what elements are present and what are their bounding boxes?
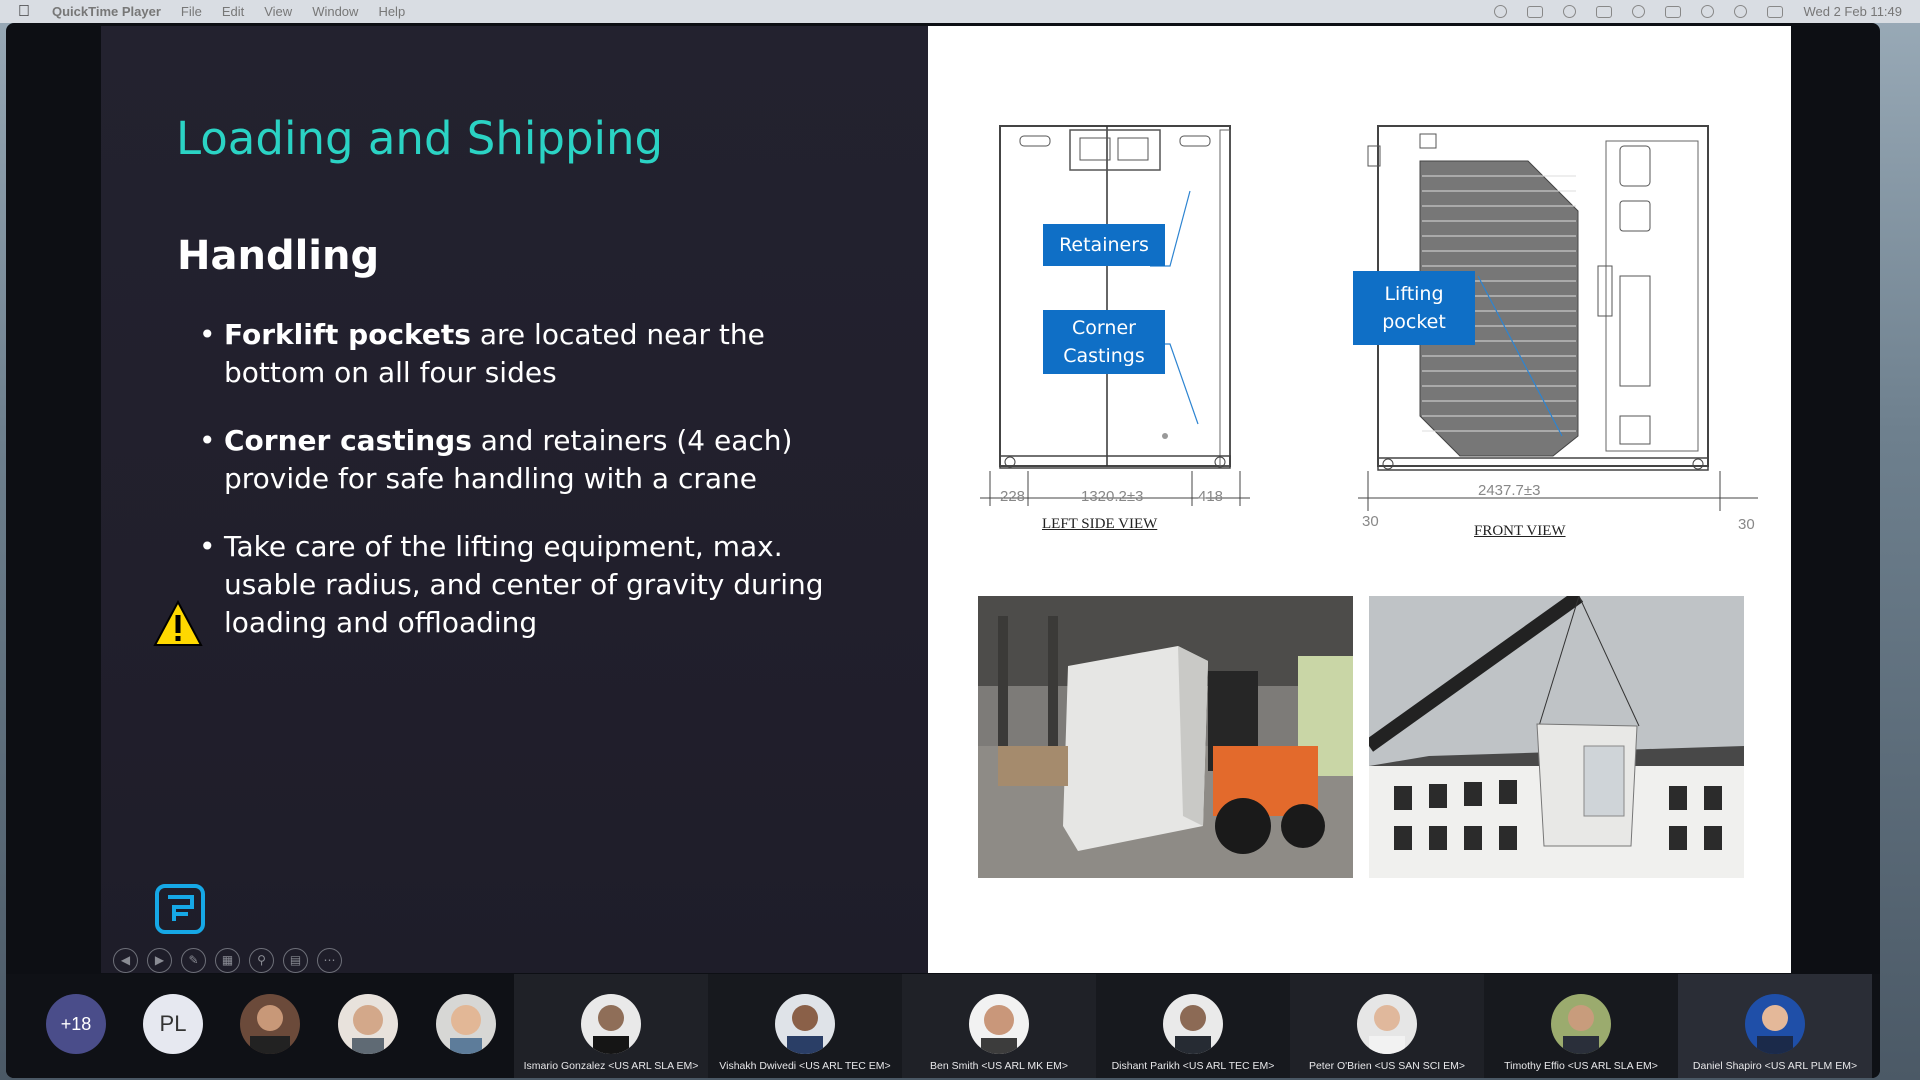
dim-30-left: 30 [1362,513,1379,530]
search-icon[interactable] [1734,5,1748,18]
avatar [1357,994,1417,1054]
participant-tile[interactable]: Ben Smith <US ARL MK EM> [902,974,1096,1078]
slide-title: Loading and Shipping [176,112,664,165]
menu-help[interactable]: Help [378,4,406,19]
section-heading: Handling [177,233,380,279]
participant-name: Daniel Shapiro <US ARL PLM EM> [1692,1060,1858,1072]
next-slide-button[interactable]: ▶ [147,948,172,973]
callout-lifting-pocket: Lifting pocket [1353,271,1475,345]
avatar [581,994,641,1054]
callout-text: Castings [1063,345,1145,367]
avatar [969,994,1029,1054]
zoom-icon[interactable]: ⚲ [249,948,274,973]
participant-name: Ismario Gonzalez <US ARL SLA EM> [523,1060,699,1072]
callout-text: Retainers [1059,234,1149,256]
dim-1320: 1320.2±3 [1081,488,1144,505]
warning-icon [153,599,203,646]
bullet-text: and retainers (4 each) provide for safe … [224,424,793,495]
bullet-list: Forklift pockets are located near the bo… [199,316,839,672]
dim-228: 228 [1000,488,1026,505]
participant-name: Dishant Parikh <US ARL TEC EM> [1111,1060,1275,1072]
bullet-corner-castings: Corner castings and retainers (4 each) p… [199,422,839,498]
callout-text: Lifting [1384,283,1444,305]
avatar-initials[interactable]: PL [143,994,203,1054]
avatar[interactable] [338,994,398,1054]
menu-window[interactable]: Window [312,4,359,19]
more-icon[interactable]: ⋯ [317,948,342,973]
extension-icon[interactable] [1527,5,1544,18]
menu-file[interactable]: File [180,4,202,19]
slide-text-panel: Loading and Shipping Handling Forklift p… [101,26,928,973]
participant-tile[interactable]: Ismario Gonzalez <US ARL SLA EM> [514,974,708,1078]
dim-418: 418 [1198,488,1224,505]
forklift-photo [978,596,1353,878]
bullet-bold: Corner castings [224,424,472,457]
control-center-icon[interactable] [1767,5,1784,18]
status-area: Wed 2 Feb 11:49 [1494,0,1902,23]
clock[interactable]: Wed 2 Feb 11:49 [1803,4,1902,19]
wifi-icon[interactable] [1701,5,1715,18]
dim-2437: 2437.7±3 [1478,482,1541,499]
previous-slide-button[interactable]: ◀ [113,948,138,973]
avatar[interactable] [240,994,300,1054]
participant-tile[interactable]: Timothy Effio <US ARL SLA EM> [1484,974,1678,1078]
left-side-view-label: LEFT SIDE VIEW [1042,516,1158,532]
callout-corner-castings: Corner Castings [1043,310,1165,374]
player-window: Loading and Shipping Handling Forklift p… [6,23,1880,1078]
callout-retainers: Retainers [1043,224,1165,266]
participant-name: Ben Smith <US ARL MK EM> [930,1060,1068,1072]
apple-icon[interactable]:  [18,3,34,20]
participant-tile-active[interactable]: Daniel Shapiro <US ARL PLM EM> [1678,974,1872,1078]
participant-name: Peter O'Brien <US SAN SCI EM> [1308,1060,1466,1072]
slides-icon[interactable]: ▦ [215,948,240,973]
callout-text: pocket [1382,311,1446,333]
callout-text: Corner [1072,317,1136,339]
bullet-forklift: Forklift pockets are located near the bo… [199,316,839,392]
avatar [1551,994,1611,1054]
participants-strip: +18 PL Ismario Gonzalez <US ARL SLA EM> … [6,974,1880,1078]
avatar [1163,994,1223,1054]
brand-logo-icon [155,884,205,934]
front-view-label: FRONT VIEW [1474,523,1566,539]
dim-30-right: 30 [1738,516,1755,533]
menu-bar:  QuickTime Player File Edit View Window… [0,0,1920,23]
subtitles-icon[interactable]: ▤ [283,948,308,973]
participant-tile[interactable]: Dishant Parikh <US ARL TEC EM> [1096,974,1290,1078]
bullet-text: are located near the bottom on all four … [224,318,765,389]
participant-tile[interactable]: Vishakh Dwivedi <US ARL TEC EM> [708,974,902,1078]
left-side-view-drawing [980,125,1250,506]
bullet-lifting: Take care of the lifting equipment, max.… [199,528,839,642]
bullet-text: Take care of the lifting equipment, max.… [224,530,824,639]
front-view-drawing [1358,125,1758,511]
avatar [1745,994,1805,1054]
bullet-bold: Forklift pockets [224,318,471,351]
app-menu[interactable]: QuickTime Player [52,4,161,19]
participant-name: Timothy Effio <US ARL SLA EM> [1504,1060,1658,1072]
participant-name: Vishakh Dwivedi <US ARL TEC EM> [719,1060,891,1072]
pen-icon[interactable]: ✎ [181,948,206,973]
more-participants-badge[interactable]: +18 [46,994,106,1054]
vpn-icon[interactable] [1494,5,1508,18]
avatar [775,994,835,1054]
presentation-slide: Loading and Shipping Handling Forklift p… [101,26,1791,973]
menu-view[interactable]: View [264,4,293,19]
menu-edit[interactable]: Edit [221,4,245,19]
crane-lift-photo [1369,596,1744,878]
slide-figure-panel: 228 1320.2±3 418 LEFT SIDE VIEW Retainer… [928,26,1791,973]
battery-icon[interactable] [1665,5,1682,18]
cloud-icon[interactable] [1563,5,1577,18]
play-icon[interactable] [1632,5,1646,18]
avatar[interactable] [436,994,496,1054]
slide-controls: ◀ ▶ ✎ ▦ ⚲ ▤ ⋯ [113,948,342,973]
participant-tile[interactable]: Peter O'Brien <US SAN SCI EM> [1290,974,1484,1078]
screen-icon[interactable] [1596,5,1613,18]
